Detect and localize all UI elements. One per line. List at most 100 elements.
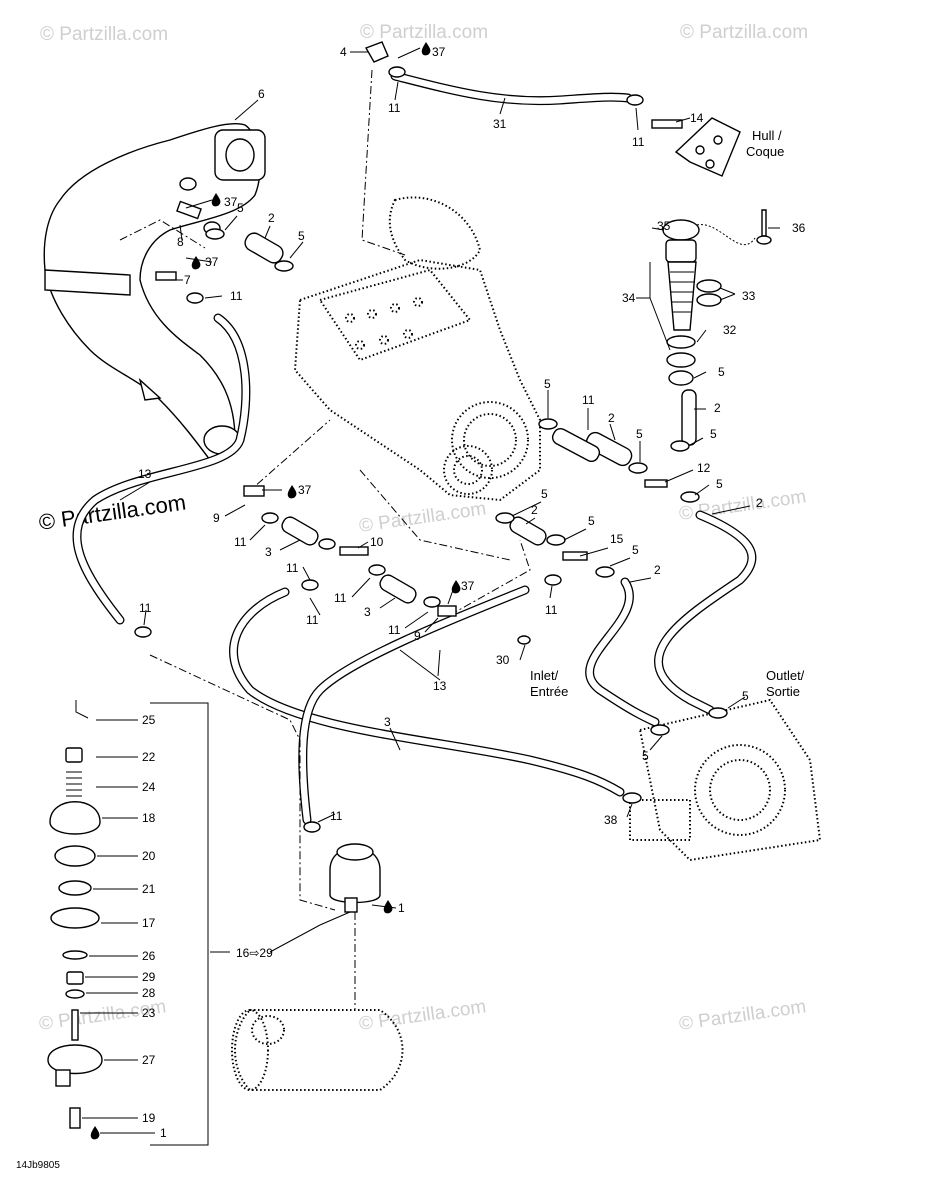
callout-13: 13 (433, 679, 447, 693)
connection-lines (119, 69, 531, 1010)
callout-29: 29 (142, 970, 156, 984)
inlet-label-fr: Entrée (530, 684, 568, 699)
callout-11: 11 (230, 289, 243, 303)
callout-37: 37 (224, 195, 238, 209)
callout-5: 5 (588, 514, 595, 528)
sealant-drop-icon (421, 42, 431, 56)
callout-5: 5 (718, 365, 725, 379)
sealant-drop-icon (90, 1126, 100, 1140)
callout-11: 11 (306, 613, 319, 627)
watermark-text: © Partzilla.com (678, 486, 808, 525)
callout-11: 11 (330, 809, 343, 823)
callout-6: 6 (258, 87, 265, 101)
callout-2: 2 (756, 496, 763, 510)
water-separator (329, 843, 381, 913)
clamps (134, 41, 728, 833)
callout-2: 2 (714, 401, 721, 415)
callout-37: 37 (298, 483, 312, 497)
callout-19: 19 (142, 1111, 156, 1125)
leader-lines (80, 47, 780, 1134)
callout-23: 23 (142, 1006, 156, 1020)
kit-bracket (150, 702, 209, 1146)
watermark-text: © Partzilla.com (360, 22, 488, 43)
callout-5: 5 (632, 543, 639, 557)
callout-31: 31 (493, 117, 507, 131)
callout-2: 2 (531, 503, 538, 517)
callout-11: 11 (234, 535, 247, 549)
callout-37: 37 (205, 255, 219, 269)
sealant-drop-icon (191, 256, 201, 270)
callout-11: 11 (388, 623, 401, 637)
callout-11: 11 (582, 393, 595, 407)
watermark-text: © Partzilla.com (358, 996, 488, 1035)
callout-11: 11 (139, 601, 152, 615)
callout-1: 1 (398, 901, 405, 915)
callout-18: 18 (142, 811, 156, 825)
outlet-label: Outlet/ (766, 668, 805, 683)
callout-2: 2 (654, 563, 661, 577)
callout-5: 5 (544, 377, 551, 391)
callout-17: 17 (142, 916, 156, 930)
hull-label-fr: Coque (746, 144, 784, 159)
callout-21: 21 (142, 882, 156, 896)
callout-22: 22 (142, 750, 156, 764)
callout-20: 20 (142, 849, 156, 863)
callout-12: 12 (697, 461, 711, 475)
callout-3: 3 (364, 605, 371, 619)
watermark-prominent: © Partzilla.com (37, 490, 187, 535)
callout-33: 33 (742, 289, 756, 303)
callout-35: 35 (657, 219, 671, 233)
callout-labels: 4 37 11 31 11 14 Hull / Coque 6 37 8 5 2… (16, 45, 806, 1171)
callout-5: 5 (541, 487, 548, 501)
pump-kit-stack (47, 700, 103, 1129)
callout-11: 11 (632, 135, 645, 149)
callout-9: 9 (414, 629, 421, 643)
callout-5: 5 (642, 749, 649, 763)
callout-36: 36 (792, 221, 806, 235)
callout-11: 11 (334, 591, 347, 605)
watermark-text: © Partzilla.com (358, 498, 488, 537)
callout-37: 37 (432, 45, 446, 59)
callout-32: 32 (723, 323, 737, 337)
callout-5: 5 (716, 477, 723, 491)
hoses (72, 71, 757, 825)
callout-5: 5 (237, 201, 244, 215)
watermark-text: © Partzilla.com (678, 996, 808, 1035)
exhaust-manifold (43, 123, 266, 461)
sealant-drop-icon (211, 193, 221, 207)
filler-neck-assembly (662, 209, 772, 386)
callout-14: 14 (690, 111, 704, 125)
callout-1: 1 (160, 1126, 167, 1140)
callout-3: 3 (384, 715, 391, 729)
hull-bracket (674, 117, 741, 177)
callout-5: 5 (710, 427, 717, 441)
callout-5: 5 (298, 229, 305, 243)
hull-label: Hull / (752, 128, 782, 143)
callout-38: 38 (604, 813, 618, 827)
sealant-drop-icon (287, 485, 297, 499)
diagram-reference: 14Jb9805 (16, 1160, 60, 1171)
callout-5: 5 (636, 427, 643, 441)
sealant-drop-icon (383, 900, 393, 914)
callout-5: 5 (742, 689, 749, 703)
callout-7: 7 (184, 273, 191, 287)
callout-13: 13 (138, 467, 152, 481)
callout-11: 11 (545, 603, 558, 617)
outlet-label-fr: Sortie (766, 684, 800, 699)
callout-2: 2 (608, 411, 615, 425)
jet-pump (629, 698, 822, 862)
callout-28: 28 (142, 986, 156, 1000)
engine-block (293, 196, 541, 502)
callout-4: 4 (340, 45, 347, 59)
callout-11: 11 (388, 101, 401, 115)
short-hoses (244, 232, 697, 604)
watermark-text: © Partzilla.com (680, 22, 808, 43)
callout-2: 2 (268, 211, 275, 225)
callout-11: 11 (286, 561, 299, 575)
callout-37: 37 (461, 579, 475, 593)
inlet-label: Inlet/ (530, 668, 559, 683)
callout-25: 25 (142, 713, 156, 727)
sealant-drop-icon (451, 580, 461, 594)
kit-range-label: 16⇨29 (236, 946, 273, 960)
